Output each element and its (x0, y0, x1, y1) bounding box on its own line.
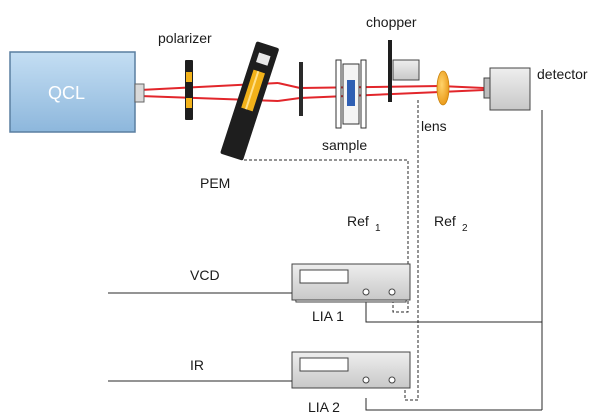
lia1-label: LIA 1 (312, 308, 344, 324)
qcl-label: QCL (48, 83, 85, 103)
lock-in-amplifier-2 (291, 351, 411, 389)
pem-modulator (220, 41, 279, 161)
signal-line-to-lia2 (365, 398, 542, 411)
lens-label: lens (421, 118, 447, 134)
analyzer-plate (299, 62, 303, 116)
lock-in-amplifier-1 (291, 263, 411, 303)
lia2-label: LIA 2 (308, 399, 340, 415)
lia1-knob-left (362, 288, 370, 296)
detector (483, 67, 531, 111)
sample-label: sample (322, 137, 367, 153)
ir-label: IR (190, 357, 204, 373)
ref1-subscript: 1 (375, 223, 381, 234)
lens (436, 70, 450, 106)
ref2-subscript: 2 (462, 223, 468, 234)
lia2-knob-right (388, 376, 396, 384)
detector-label: detector (537, 66, 588, 82)
polarizer-label: polarizer (158, 30, 212, 46)
chopper (388, 40, 420, 102)
polarizer (185, 60, 193, 120)
vcd-label: VCD (190, 267, 220, 283)
qcl-laser: QCL (9, 51, 145, 133)
pem-label: PEM (200, 175, 230, 191)
ref1-label: Ref (347, 213, 369, 229)
sample-cell (335, 59, 367, 129)
lia2-knob-left (362, 376, 370, 384)
lia1-knob-right (388, 288, 396, 296)
chopper-label: chopper (366, 14, 417, 30)
signal-line-to-lia1 (365, 302, 542, 323)
ref1-line (244, 159, 409, 313)
ref2-label: Ref (434, 213, 456, 229)
ref2-line (404, 100, 419, 401)
